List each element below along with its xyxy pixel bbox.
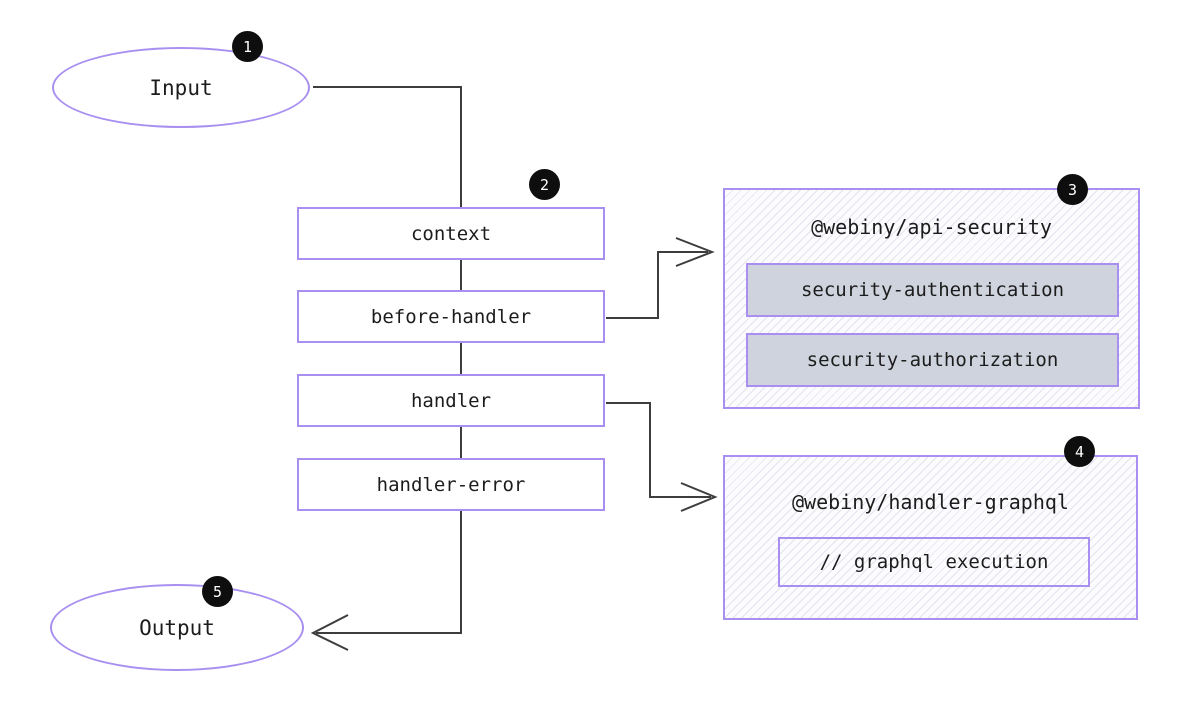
badge-step-3: 3 bbox=[1057, 174, 1088, 205]
arrowhead-output bbox=[310, 614, 349, 651]
step-label: handler-error bbox=[376, 473, 526, 496]
step-label: handler bbox=[410, 389, 492, 412]
arrowhead-graphql bbox=[680, 482, 718, 512]
group-handler-graphql: @webiny/handler-graphql // graphql execu… bbox=[723, 455, 1138, 620]
plugin-label: security-authentication bbox=[800, 279, 1065, 301]
step-box-before-handler: before-handler bbox=[297, 290, 605, 343]
badge-step-1: 1 bbox=[232, 31, 263, 62]
output-label: Output bbox=[139, 615, 215, 640]
input-node: Input bbox=[52, 47, 310, 128]
plugin-security-authorization: security-authorization bbox=[746, 333, 1119, 387]
input-label: Input bbox=[149, 75, 213, 100]
connector-before-handler-to-security bbox=[606, 251, 708, 319]
group-api-security: @webiny/api-security security-authentica… bbox=[723, 188, 1140, 409]
connector-handler-to-graphql bbox=[606, 402, 711, 498]
plugin-security-authentication: security-authentication bbox=[746, 263, 1119, 317]
step-box-context: context bbox=[297, 207, 605, 260]
badge-step-4: 4 bbox=[1064, 436, 1095, 467]
group-title: @webiny/handler-graphql bbox=[792, 490, 1069, 514]
step-label: before-handler bbox=[370, 305, 532, 328]
graphql-execution-comment: // graphql execution bbox=[819, 551, 1049, 573]
group-title: @webiny/api-security bbox=[811, 215, 1052, 239]
step-label: context bbox=[410, 222, 492, 245]
graphql-execution-box: // graphql execution bbox=[778, 537, 1090, 587]
step-box-handler: handler bbox=[297, 374, 605, 427]
step-box-handler-error: handler-error bbox=[297, 458, 605, 511]
output-node: Output bbox=[50, 584, 304, 671]
connector-input-to-output bbox=[313, 86, 462, 634]
plugin-label: security-authorization bbox=[806, 349, 1059, 371]
badge-step-5: 5 bbox=[202, 576, 233, 607]
badge-step-2: 2 bbox=[529, 169, 560, 200]
arrowhead-security bbox=[675, 237, 715, 267]
